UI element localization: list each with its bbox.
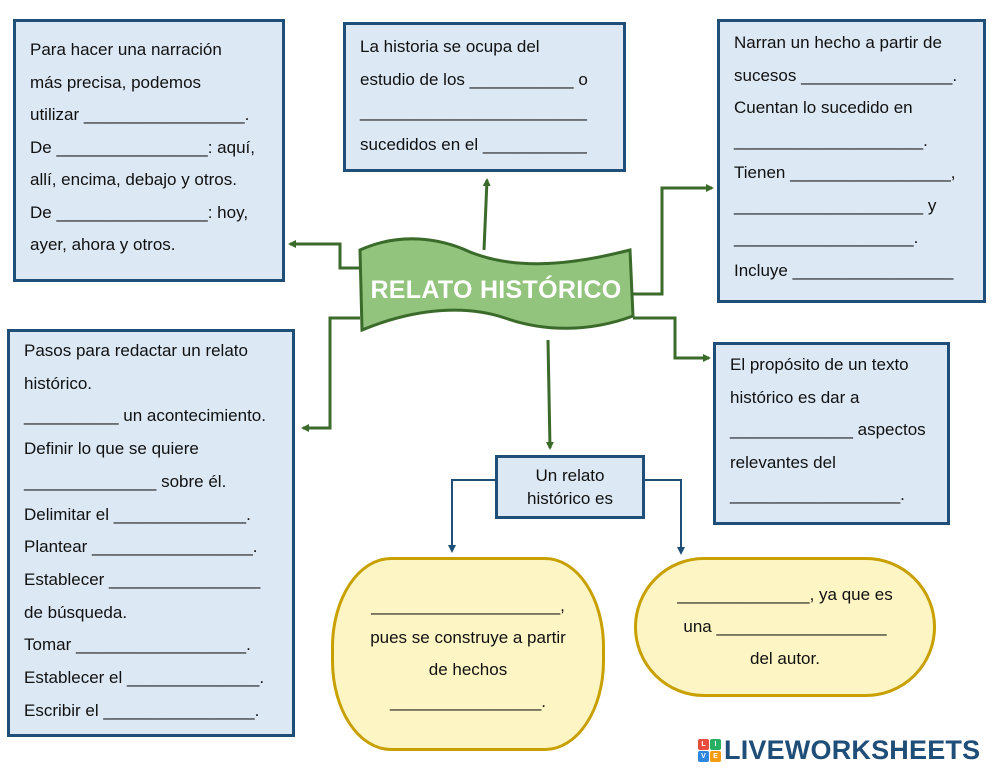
- text-line: Tomar __________________.: [24, 635, 251, 655]
- box-right-middle: El propósito de un texto histórico es da…: [713, 342, 950, 525]
- center-small-box: Un relato histórico es: [495, 455, 645, 519]
- arrow-to-bottom-left: [301, 316, 360, 432]
- text-line: allí, encima, debajo y otros.: [30, 170, 237, 189]
- text-line: más precisa, podemos: [30, 72, 202, 92]
- text-line: sucedidos en el ___________: [360, 134, 587, 154]
- text-line: Pasos para redactar un relato: [24, 341, 248, 360]
- arrow-to-top-right: [633, 184, 714, 296]
- text-line: Tienen _________________,: [734, 163, 956, 182]
- text-line: histórico es: [527, 489, 613, 508]
- text-line: Delimitar el ______________.: [24, 504, 251, 524]
- text-line: utilizar _________________.: [30, 105, 250, 124]
- text-line: __________ un acontecimiento.: [24, 406, 266, 426]
- logo-icon-tile: E: [710, 750, 721, 762]
- oval-left: ____________________, pues se construye …: [331, 557, 605, 751]
- text-line: Definir lo que se quiere: [24, 439, 199, 459]
- arrow-to-oval-left: [448, 479, 495, 553]
- text-line: De ________________: aquí,: [30, 137, 255, 157]
- text-line: ____________________.: [734, 130, 928, 150]
- text-line: Cuentan lo sucedido en: [734, 98, 913, 117]
- text-line: De ________________: hoy,: [30, 202, 249, 222]
- text-line: ______________ sobre él.: [24, 471, 227, 491]
- text-line: ________________.: [390, 692, 546, 711]
- text-line: ____________________ y: [734, 195, 937, 215]
- arrow-to-small-box: [545, 339, 554, 450]
- text-line: La historia se ocupa del: [360, 37, 540, 56]
- box-top-left: Para hacer una narración más precisa, po…: [13, 19, 285, 282]
- text-line: sucesos ________________.: [734, 65, 958, 85]
- text-line: Plantear _________________.: [24, 537, 258, 557]
- liveworksheets-logo: L I V E LIVEWORKSHEETS: [698, 734, 981, 765]
- logo-icon-tile: I: [710, 738, 721, 750]
- text-line: _____________ aspectos: [730, 420, 926, 439]
- text-line: Incluye _________________: [734, 260, 954, 280]
- logo-icon: L I V E: [698, 738, 721, 762]
- text-line: ayer, ahora y otros.: [30, 235, 176, 254]
- text-line: ______________, ya que es: [677, 585, 893, 604]
- text-line: de búsqueda.: [24, 602, 128, 622]
- text-line: una __________________: [683, 617, 887, 636]
- oval-right: ______________, ya que es una __________…: [634, 557, 936, 697]
- text-line: El propósito de un texto: [730, 355, 909, 374]
- text-line: ____________________,: [371, 596, 565, 615]
- arrow-to-oval-right: [645, 479, 685, 555]
- logo-icon-tile: L: [698, 738, 709, 750]
- text-line: del autor.: [750, 649, 820, 668]
- text-line: de hechos: [428, 660, 508, 679]
- text-line: pues se construye a partir: [370, 628, 566, 647]
- logo-text: LIVEWORKSHEETS: [724, 734, 981, 765]
- text-line: Un relato: [535, 466, 605, 485]
- text-line: histórico es dar a: [730, 387, 860, 407]
- text-line: Establecer el ______________.: [24, 668, 265, 688]
- arrow-to-top-center: [482, 178, 491, 251]
- text-line: __________________.: [730, 485, 905, 504]
- text-line: histórico.: [24, 373, 93, 393]
- text-line: estudio de los ___________ o: [360, 69, 588, 89]
- title-banner-shape: [358, 237, 635, 333]
- text-line: Narran un hecho a partir de: [734, 33, 942, 52]
- box-top-center: La historia se ocupa del estudio de los …: [343, 22, 626, 172]
- box-bottom-left: Pasos para redactar un relato histórico.…: [7, 329, 295, 737]
- arrow-to-top-left: [288, 240, 360, 270]
- logo-icon-tile: V: [698, 750, 709, 762]
- text-line: Establecer ________________: [24, 569, 261, 589]
- text-line: Para hacer una narración: [30, 40, 222, 59]
- text-line: ___________________.: [734, 228, 919, 247]
- text-line: ________________________: [360, 102, 587, 121]
- text-line: relevantes del: [730, 452, 836, 472]
- text-line: Escribir el ________________.: [24, 700, 260, 720]
- title-banner-text: RELATO HISTÓRICO: [370, 276, 622, 304]
- box-top-right: Narran un hecho a partir de sucesos ____…: [717, 19, 986, 303]
- arrow-to-right-middle: [633, 316, 711, 362]
